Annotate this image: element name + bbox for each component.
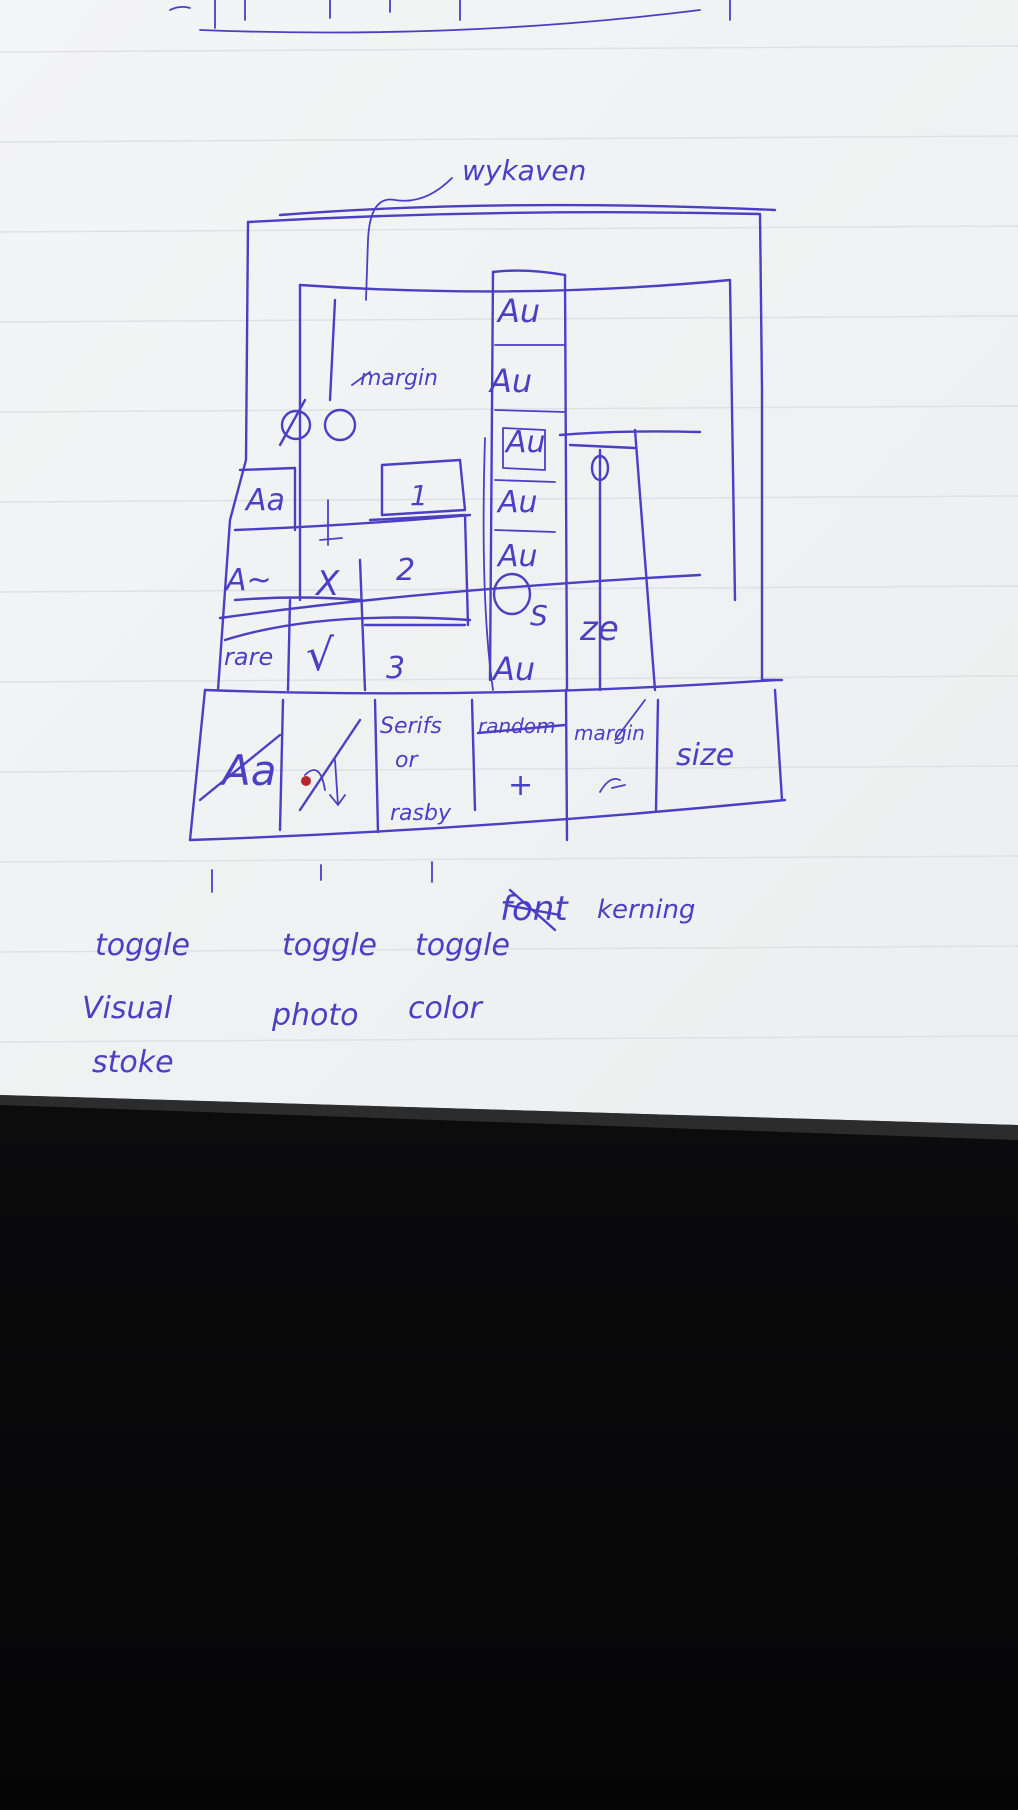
number-3: 3: [386, 651, 405, 686]
note-toggle-color: toggle color: [408, 928, 520, 1026]
margin-circle-right: [323, 408, 357, 442]
number-1: 1: [410, 479, 428, 512]
workarea-leader-line: [365, 177, 453, 301]
cross-mark: X: [314, 564, 340, 604]
aa-item-6: Au: [491, 650, 535, 688]
left-item-approx: A~: [224, 563, 272, 598]
toolbar-random-plus: +: [508, 768, 533, 803]
workarea-label: wykaven: [462, 154, 586, 187]
paper-sheet: [0, 0, 1018, 1125]
toolbar-photo-icon: [298, 718, 362, 812]
note-toggle-photo: toggle photo: [271, 928, 387, 1033]
mid-tools-column: X √: [306, 499, 367, 692]
toolbar-size-label: size: [676, 738, 734, 773]
aa-item-1: Au: [496, 292, 540, 330]
numbered-list: 1 2 3: [363, 458, 470, 686]
inner-work-area: [298, 278, 737, 602]
paper-edge-shadow: [0, 1095, 1018, 1140]
size-letter: S: [530, 599, 548, 632]
left-tools-column: Aa A~ rare: [224, 466, 297, 692]
size-text: ze: [579, 609, 619, 649]
note-kerning: kerning: [597, 895, 695, 925]
check-mark: √: [306, 630, 335, 681]
note-font: font: [500, 889, 569, 929]
number-2: 2: [396, 553, 415, 588]
handwritten-notes: toggle Visual stoke toggle photo toggle …: [82, 888, 695, 1080]
bottom-toolbar: Aa Serifs or rasby random + margin size: [188, 678, 787, 842]
size-slider: S ze: [530, 448, 619, 692]
row-divider-a: [233, 513, 472, 532]
toolbar-margin-label: margin: [574, 721, 645, 745]
outer-frame: [246, 211, 784, 682]
aa-item-4: Au: [496, 485, 538, 520]
note-toggle-visual-stroke: toggle Visual stoke: [82, 928, 200, 1080]
margin-label: margin: [360, 366, 438, 391]
ruled-lines: [0, 45, 1018, 1043]
annotation-ticks: [211, 861, 433, 893]
left-item-rare: rare: [224, 643, 273, 671]
wireframe-sketch: wykaven margin Au Au: [82, 154, 787, 1080]
margin-circle-left: [280, 409, 312, 441]
aa-selected-ring: [492, 572, 532, 616]
toolbar-visual-stroke-glyph: Aa: [219, 746, 276, 795]
toolbar-serifs-label: Serifs or rasby: [380, 714, 452, 826]
previous-sketch-fragment: [169, 0, 731, 34]
aa-item-5: Au: [496, 539, 538, 574]
left-item-aa: Aa: [244, 483, 285, 518]
aa-item-2: Au: [488, 362, 532, 400]
font-preview-column: Au Au Au Au Au Au: [482, 269, 567, 691]
aa-item-3: Au: [504, 425, 546, 460]
